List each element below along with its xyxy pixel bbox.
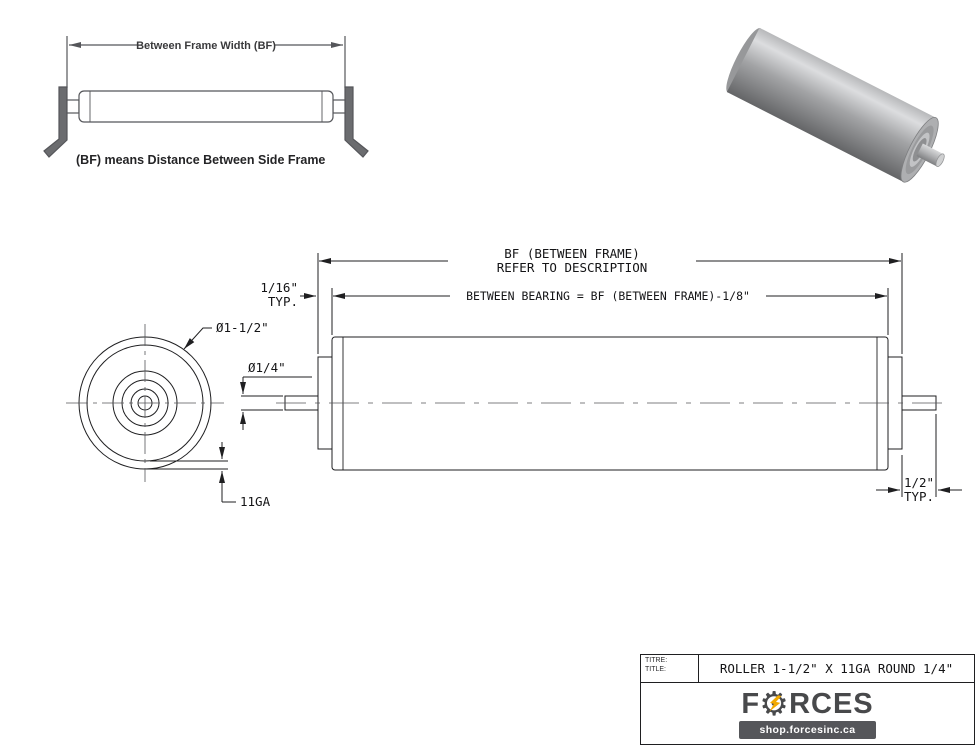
inset-left-frame <box>43 86 68 158</box>
gear-icon: ⚙ <box>759 687 789 720</box>
lightning-bolt-icon <box>768 694 782 712</box>
inset-roller-body <box>78 90 334 123</box>
between-bearing-label: BETWEEN BEARING = BF (BETWEEN FRAME)-1/8… <box>466 289 750 303</box>
bb-label-mask <box>450 288 766 304</box>
title-label-en: TITLE: <box>645 666 667 673</box>
side-view <box>276 336 944 471</box>
title-label-fr: TITRE: <box>645 657 668 664</box>
drawing-title: ROLLER 1-1/2" X 11GA ROUND 1/4" <box>719 661 954 676</box>
tube-body <box>331 336 889 471</box>
shaft-ext-label-mask <box>903 477 935 504</box>
dim-shaft-ext: 1/2" TYP. <box>876 414 962 504</box>
dim-between-bearing: BETWEEN BEARING = BF (BETWEEN FRAME)-1/8… <box>331 288 889 335</box>
title-block-row-title: TITRE: TITLE: ROLLER 1-1/2" X 11GA ROUND… <box>641 655 974 683</box>
dim-axle-dia: Ø1/4" <box>240 360 312 430</box>
forces-logo-rces: RCES <box>789 687 874 720</box>
forces-logo: F ⚙ RCES <box>741 687 874 720</box>
inset-caption: (BF) means Distance Between Side Frame <box>76 153 325 167</box>
dim-gap-typ: 1/16" TYP. <box>260 280 316 309</box>
inset-axle-left <box>66 99 80 114</box>
title-block: TITRE: TITLE: ROLLER 1-1/2" X 11GA ROUND… <box>640 654 975 745</box>
roller-3d-body <box>726 27 936 182</box>
bf-label-line2: REFER TO DESCRIPTION <box>497 260 648 275</box>
bf-definition-inset: Between Frame Width (BF) (BF) means Dist… <box>43 36 369 167</box>
website-banner: shop.forcesinc.ca <box>739 720 876 739</box>
roller-3d-shaft-end <box>935 153 945 167</box>
dim-gauge: 11GA <box>146 442 271 509</box>
dim-bf: BF (BETWEEN FRAME) REFER TO DESCRIPTION <box>317 246 903 354</box>
inset-right-frame <box>344 86 369 158</box>
axle-dia-label: Ø1/4" <box>248 360 286 375</box>
title-label-cell: TITRE: TITLE: <box>641 655 699 682</box>
title-block-row-logo: F ⚙ RCES shop.forcesinc.ca <box>641 683 974 744</box>
roller-dia-label: Ø1-1/2" <box>216 320 269 335</box>
shaft-ext-suffix-label: TYP. <box>904 489 934 504</box>
inset-dim-label: Between Frame Width (BF) <box>136 40 276 52</box>
shaft-ext-value-label: 1/2" <box>904 475 934 490</box>
main-drawing: Ø1-1/2" BF (BETWEEN FRAME) <box>66 246 962 509</box>
roller-3d-image <box>726 27 945 183</box>
gauge-label: 11GA <box>240 494 271 509</box>
forces-logo-f: F <box>741 687 761 720</box>
bf-label-mask <box>448 247 696 275</box>
gap-value-label: 1/16" <box>260 280 298 295</box>
roller-dia-leader <box>183 327 212 350</box>
bf-label-line1: BF (BETWEEN FRAME) <box>504 246 639 261</box>
inset-axle-right <box>332 99 346 114</box>
end-view: Ø1-1/2" <box>66 320 269 482</box>
gap-suffix-label: TYP. <box>268 294 298 309</box>
